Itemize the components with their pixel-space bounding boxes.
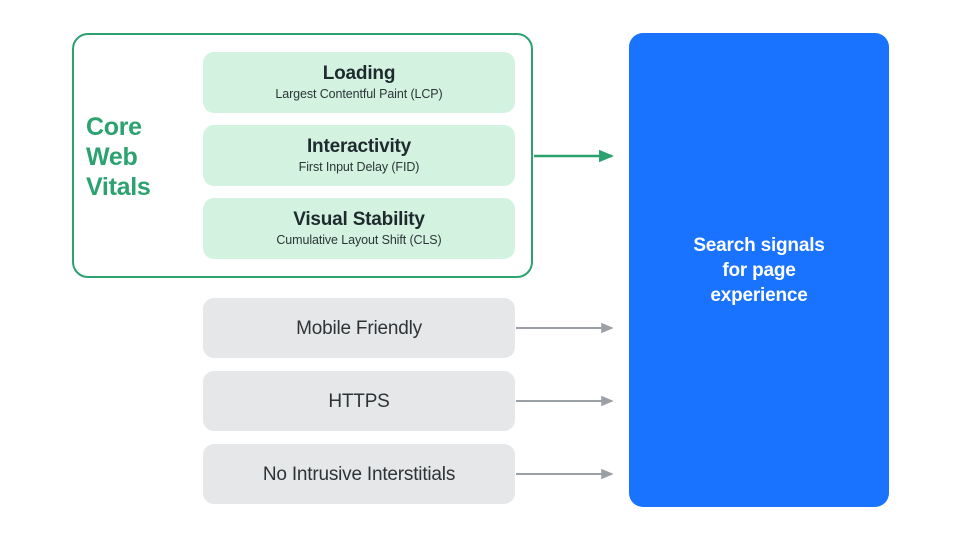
metric-title: Loading [322,63,396,84]
metric-card-visual-stability[interactable]: Visual Stability Cumulative Layout Shift… [203,198,515,259]
metric-title: Visual Stability [293,209,425,230]
core-web-vitals-label-line-1: Core [86,113,142,141]
metric-subtitle: First Input Delay (FID) [298,160,420,174]
core-web-vitals-group-label: Core Web Vitals [86,112,196,202]
metric-card-interactivity[interactable]: Interactivity First Input Delay (FID) [203,125,515,186]
metric-card-loading[interactable]: Loading Largest Contentful Paint (LCP) [203,52,515,113]
signal-card-mobile-friendly[interactable]: Mobile Friendly [203,298,515,358]
signal-label: No Intrusive Interstitials [262,463,456,485]
metric-subtitle: Largest Contentful Paint (LCP) [275,87,443,101]
search-signals-label: Search signals for page experience [693,234,825,306]
signal-card-https[interactable]: HTTPS [203,371,515,431]
core-web-vitals-label-line-3: Vitals [86,173,151,201]
search-signals-box: Search signals for page experience [629,33,889,507]
signal-card-no-intrusive-interstitials[interactable]: No Intrusive Interstitials [203,444,515,504]
signal-label: Mobile Friendly [296,317,422,339]
signal-label: HTTPS [328,390,390,412]
metric-subtitle: Cumulative Layout Shift (CLS) [276,233,442,247]
metric-title: Interactivity [306,136,412,157]
core-web-vitals-label-line-2: Web [86,143,138,171]
